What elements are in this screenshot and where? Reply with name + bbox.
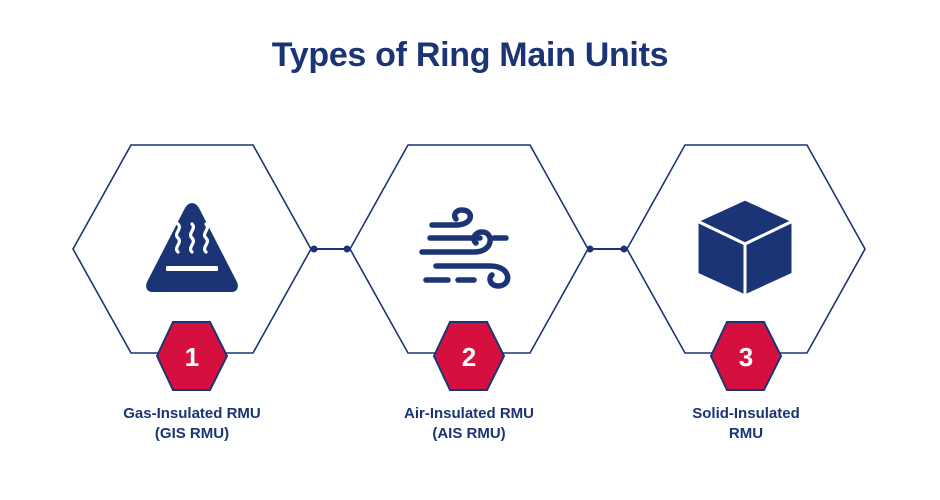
badge-number-1: 1 [185,342,199,372]
connector-1-2 [310,245,351,253]
hot-surface-warning-icon [146,203,238,292]
item-label-2: Air-Insulated RMU (AIS RMU) [349,404,589,444]
item-label-1-line-2: (GIS RMU) [154,425,230,442]
badge-number-3: 3 [739,342,753,372]
item-label-1-line-1: Gas-Insulated RMU [123,405,261,422]
item-label-3: Solid-Insulated RMU [626,404,866,444]
hexagon-frame-2 [349,144,589,354]
badge-number-2: 2 [462,342,476,372]
item-label-1: Gas-Insulated RMU (GIS RMU) [72,404,312,444]
page-title: Types of Ring Main Units [271,36,669,74]
item-label-3-line-1: Solid-Insulated [692,405,800,422]
cube-icon [695,197,795,298]
item-label-2-line-1: Air-Insulated RMU [403,405,534,422]
connector-2-3 [586,245,628,253]
wind-icon [419,207,511,289]
item-label-2-line-2: (AIS RMU) [432,425,506,442]
number-badge-2: 2 [432,321,506,391]
number-badge-1: 1 [155,321,229,391]
number-badge-3: 3 [709,321,783,391]
item-label-3-line-2: RMU [728,425,764,442]
